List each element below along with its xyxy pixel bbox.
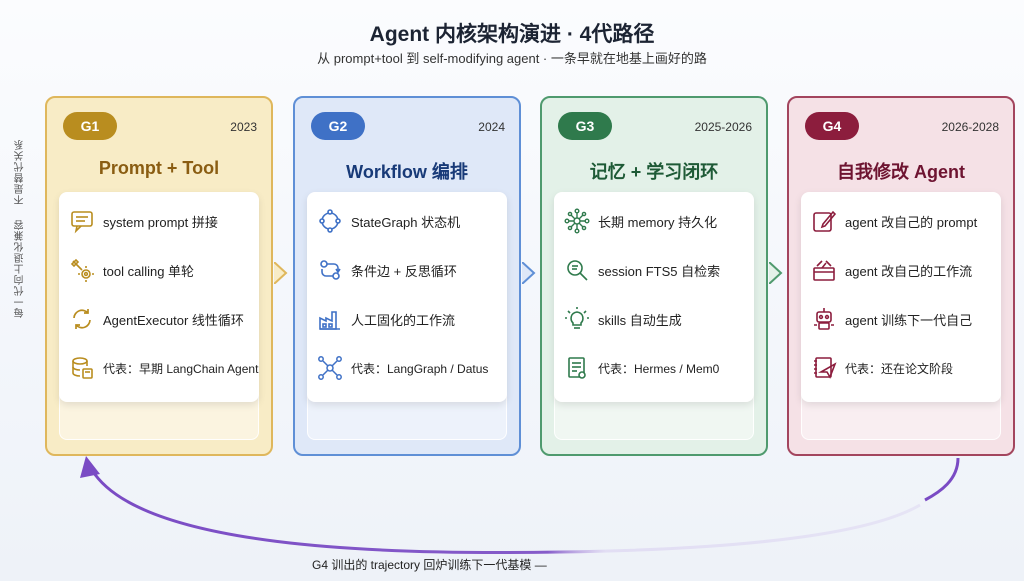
- list-item-label: session FTS5 自检索: [598, 263, 721, 279]
- generation-heading: Prompt + Tool: [98, 158, 220, 178]
- loop-label: G4 训出的 trajectory 回炉训练下一代基模 —: [312, 558, 547, 572]
- page-subtitle: 从 prompt+tool 到 self-modifying agent · 一…: [317, 51, 707, 66]
- list-item: session FTS5 自检索: [564, 255, 748, 285]
- robot-icon: [811, 306, 837, 332]
- list-item-label: 代表：Hermes / Mem0: [598, 361, 720, 376]
- page-title: Agent 内核架构演进 · 4代路径: [369, 23, 655, 46]
- network-nodes-icon: [317, 355, 343, 381]
- feature-list: 长期 memory 持久化 session FTS5 自检索 skills 自动…: [554, 192, 754, 402]
- list-item: 代表：LangGraph / Datus: [317, 353, 501, 383]
- list-item-label: 长期 memory 持久化: [598, 214, 718, 230]
- paper-plane-notebook-icon: [811, 355, 837, 381]
- list-item: 条件边 + 反思循环: [317, 255, 501, 285]
- list-item-label: agent 改自己的工作流: [845, 263, 973, 279]
- feature-list: StateGraph 状态机 条件边 + 反思循环 人工固化的工作流 代表：La…: [307, 192, 507, 402]
- list-item-label: 条件边 + 反思循环: [351, 263, 457, 279]
- generation-year: 2026-2028: [941, 120, 999, 134]
- list-item-label: 代表：还在论文阶段: [845, 361, 954, 376]
- factory-icon: [317, 306, 343, 332]
- list-item-label: tool calling 单轮: [103, 263, 195, 279]
- list-item-label: StateGraph 状态机: [351, 214, 461, 230]
- refresh-loop-icon: [69, 306, 95, 332]
- list-item: 代表：还在论文阶段: [811, 353, 995, 383]
- connector-chevron-g3-g4: [769, 262, 783, 284]
- generation-card-g3: G3 2025-2026 记忆 + 学习闭环 长期 memory 持久化 ses…: [540, 96, 768, 456]
- list-item: StateGraph 状态机: [317, 206, 501, 236]
- generation-heading: Workflow 编排: [346, 162, 468, 182]
- chat-bubble-icon: [69, 208, 95, 234]
- wrench-gear-icon: [69, 257, 95, 283]
- generation-badge: G4: [805, 112, 859, 140]
- generation-heading: 自我修改 Agent: [837, 162, 965, 182]
- list-item-label: agent 改自己的 prompt: [845, 214, 978, 230]
- feature-list: agent 改自己的 prompt agent 改自己的工作流 agent 训练…: [801, 192, 1001, 402]
- side-note-line-1: 每一代向上退化兼容: [15, 219, 26, 318]
- database-book-icon: [69, 355, 95, 381]
- connector-chevron-g1-g2: [274, 262, 288, 284]
- generation-card-g2: G2 2024 Workflow 编排 StateGraph 状态机 条件边 +…: [293, 96, 521, 456]
- feature-list: system prompt 拼接 tool calling 单轮 AgentEx…: [59, 192, 259, 402]
- list-item-label: skills 自动生成: [598, 312, 682, 328]
- neural-network-icon: [564, 208, 590, 234]
- list-item: tool calling 单轮: [69, 255, 253, 285]
- generation-badge: G2: [311, 112, 365, 140]
- list-item-label: AgentExecutor 线性循环: [103, 312, 244, 328]
- list-item: agent 改自己的 prompt: [811, 206, 995, 236]
- list-item: system prompt 拼接: [69, 206, 253, 236]
- generation-card-g1: G1 2023 Prompt + Tool system prompt 拼接 t…: [45, 96, 273, 456]
- list-item: 人工固化的工作流: [317, 304, 501, 334]
- list-item: 代表：Hermes / Mem0: [564, 353, 748, 383]
- search-files-icon: [564, 257, 590, 283]
- side-note-line-2: 不是替代关系: [15, 139, 26, 206]
- generation-year: 2023: [230, 120, 257, 134]
- list-item: 长期 memory 持久化: [564, 206, 748, 236]
- list-item-label: agent 训练下一代自己: [845, 312, 973, 328]
- list-item: AgentExecutor 线性循环: [69, 304, 253, 334]
- list-item-label: 代表：早期 LangChain Agent: [103, 361, 259, 376]
- toolbox-icon: [811, 257, 837, 283]
- list-item: 代表：早期 LangChain Agent: [69, 353, 258, 383]
- list-item: agent 改自己的工作流: [811, 255, 995, 285]
- lightbulb-icon: [564, 306, 590, 332]
- generation-heading: 记忆 + 学习闭环: [589, 162, 719, 182]
- generation-year: 2025-2026: [694, 120, 752, 134]
- side-note: 每一代向上退化兼容 不是替代关系: [14, 128, 28, 318]
- generation-badge: G3: [558, 112, 612, 140]
- list-item-label: 代表：LangGraph / Datus: [351, 361, 489, 376]
- generation-card-g4: G4 2026-2028 自我修改 Agent agent 改自己的 promp…: [787, 96, 1015, 456]
- list-item-label: system prompt 拼接: [103, 214, 218, 230]
- state-graph-icon: [317, 208, 343, 234]
- list-item: agent 训练下一代自己: [811, 304, 995, 334]
- edit-icon: [811, 208, 837, 234]
- connector-chevron-g2-g3: [522, 262, 536, 284]
- scroll-icon: [564, 355, 590, 381]
- conditional-cycle-icon: [317, 257, 343, 283]
- generation-year: 2024: [478, 120, 505, 134]
- list-item: skills 自动生成: [564, 304, 748, 334]
- list-item-label: 人工固化的工作流: [351, 312, 456, 328]
- generation-badge: G1: [63, 112, 117, 140]
